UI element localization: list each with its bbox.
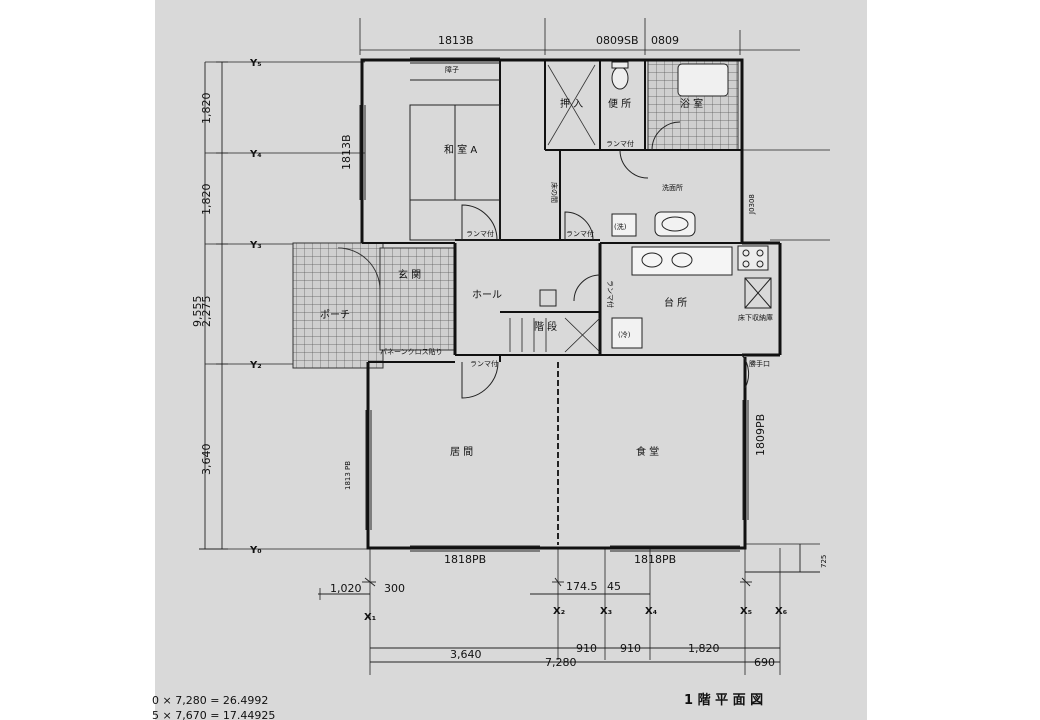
room-toilet: 便 所 xyxy=(608,97,631,110)
porch-door-swing xyxy=(337,247,381,291)
washer xyxy=(611,213,637,237)
axis-label-y2: Y₂ xyxy=(249,360,262,371)
window-code-left-upper: 1813B xyxy=(340,134,353,170)
room-bathroom: 浴 室 xyxy=(680,97,703,110)
toilet-fixture xyxy=(611,66,629,90)
room-kattekuchi: 勝手口 xyxy=(749,359,770,368)
kitchen-counter xyxy=(631,246,733,276)
room-kaidan: 階 段 xyxy=(534,320,557,333)
axis-label-y0: Y₀ xyxy=(249,545,262,556)
transom-label-2: ランマ付 xyxy=(566,229,594,238)
scanned-sheet xyxy=(155,0,867,720)
left-dim-3: 2,275 xyxy=(200,296,213,328)
bottom-dim-2: 910 xyxy=(576,642,597,655)
stairs xyxy=(509,317,601,353)
room-porch: ポーチ xyxy=(320,309,350,321)
bathtub xyxy=(677,63,729,97)
transom-label-3: ランマ付 xyxy=(606,139,634,148)
tokonoma-label: 床の間 xyxy=(550,182,559,203)
refrigerator-label: (冷) xyxy=(618,330,631,339)
axis-label-x4: X₄ xyxy=(645,606,657,617)
sink-counter xyxy=(654,211,696,237)
axis-label-x5: X₅ xyxy=(740,606,752,617)
axis-label-y4: Y₄ xyxy=(249,149,262,160)
bottom-dim-1: 3,640 xyxy=(450,648,482,661)
tatami-mats xyxy=(409,79,501,241)
washer-label: (洗) xyxy=(614,222,627,231)
bottom-offset-right: 725 xyxy=(820,555,828,568)
axis-label-x1: X₁ xyxy=(364,612,376,623)
hall-storage-box xyxy=(539,289,557,307)
room-underfloor-storage: 床下収納庫 xyxy=(738,313,773,322)
axis-label-x3: X₃ xyxy=(600,606,612,617)
bottom-offset-a: 1,020 xyxy=(330,582,362,595)
left-dimension-lines xyxy=(199,61,228,550)
axis-label-y3: Y₃ xyxy=(249,240,262,251)
room-dining: 食 堂 xyxy=(636,445,659,458)
windows xyxy=(359,57,749,552)
transom-label-1: ランマ付 xyxy=(466,229,494,238)
porch-area xyxy=(292,242,384,369)
genkan-floor xyxy=(379,247,456,351)
walls xyxy=(360,58,782,550)
window-code-right-j: J0308 xyxy=(748,194,756,215)
left-dim-4: 3,640 xyxy=(200,444,213,476)
bottom-dim-3: 910 xyxy=(620,642,641,655)
storage-shelf xyxy=(744,277,772,309)
shoji-label: 障子 xyxy=(445,65,459,74)
room-oshiire: 押 入 xyxy=(560,97,583,110)
window-code-top-left: 1813B xyxy=(438,34,474,47)
refrigerator xyxy=(611,317,643,349)
bottom-dim-4: 1,820 xyxy=(688,642,720,655)
transom-label-4: ランマ付 xyxy=(470,359,498,368)
axis-label-x6: X₆ xyxy=(775,606,787,617)
axis-label-x2: X₂ xyxy=(553,606,565,617)
window-code-left-pb: 1813 PB xyxy=(344,461,352,490)
room-living: 居 間 xyxy=(450,446,473,458)
room-senmenjo: 洗面所 xyxy=(662,183,683,192)
left-dim-total: 9,555 xyxy=(191,296,204,328)
left-dim-1: 1,820 xyxy=(200,93,213,125)
partition-cross-label: パネーンクロス貼り xyxy=(380,347,443,356)
axis-label-y5: Y₅ xyxy=(249,58,262,69)
transom-label-5: ランマ付 xyxy=(606,280,615,308)
calc-line-2: 5 × 7,670 = 17.44925 xyxy=(152,709,275,720)
room-genkan: 玄 関 xyxy=(398,268,421,281)
oshiire-hatch xyxy=(547,64,596,146)
bottom-offset-c: 174.5 xyxy=(566,580,598,593)
room-hall: ホール xyxy=(472,289,502,301)
window-code-top-mid: 0809SB xyxy=(596,34,639,47)
room-kitchen: 台 所 xyxy=(664,296,687,309)
door-swings xyxy=(461,121,750,399)
bottom-offset-b: 300 xyxy=(384,582,405,595)
window-code-bottom-right: 1818PB xyxy=(634,553,676,566)
stove xyxy=(737,245,769,271)
bottom-dim-extra: 690 xyxy=(754,656,775,669)
bottom-offset-d: 45 xyxy=(607,580,621,593)
calc-line-1: 0 × 7,280 = 26.4992 xyxy=(152,694,268,707)
left-dim-2: 1,820 xyxy=(200,184,213,216)
room-washitsu-a: 和 室 A xyxy=(444,143,477,156)
window-code-right-pb: 1809PB xyxy=(754,414,767,456)
sheet-title: 1 階 平 面 図 xyxy=(684,692,763,708)
bottom-dimension-lines xyxy=(318,544,820,663)
window-code-top-right: 0809 xyxy=(651,34,679,47)
bottom-dim-total: 7,280 xyxy=(545,656,577,669)
fixtures xyxy=(611,61,772,349)
window-code-bottom-left: 1818PB xyxy=(444,553,486,566)
